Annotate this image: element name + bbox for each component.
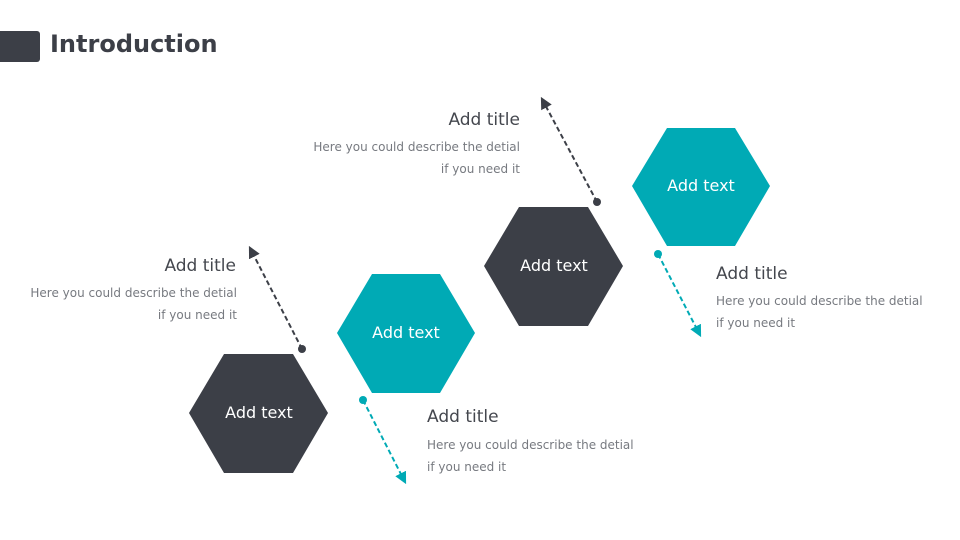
callout-4-desc-line2: if you need it (716, 316, 796, 330)
connector-arrow-3 (540, 96, 598, 203)
hexagon-1-label: Add text (225, 403, 293, 422)
connector-dot-1 (298, 345, 306, 353)
connector-dot-4 (654, 250, 662, 258)
title-accent-bar (0, 31, 40, 62)
callout-3-desc-line2: if you need it (440, 162, 520, 176)
callout-1-desc-line2: if you need it (157, 308, 237, 322)
page-title: Introduction (50, 30, 218, 58)
connector-arrow-1 (248, 245, 303, 350)
callout-2-title: Add title (427, 407, 499, 427)
hexagon-4-label: Add text (667, 176, 735, 195)
callout-1-desc-line1: Here you could describe the detial (30, 286, 237, 300)
hexagon-3-label: Add text (520, 256, 588, 275)
connector-arrow-2 (362, 399, 407, 485)
hexagon-3 (484, 207, 623, 326)
hexagon-2-label: Add text (372, 323, 440, 342)
callout-2-desc-line2: if you need it (427, 460, 507, 474)
connector-dot-2 (359, 396, 367, 404)
callout-3-title: Add title (448, 110, 520, 130)
connector-arrow-4 (657, 253, 702, 338)
callout-4-desc-line1: Here you could describe the detial (716, 294, 923, 308)
callout-4-title: Add title (716, 264, 788, 284)
callout-3-desc-line1: Here you could describe the detial (313, 140, 520, 154)
connector-dot-3 (593, 198, 601, 206)
hexagon-2 (337, 274, 475, 393)
hexagon-1 (189, 354, 328, 473)
callout-2-desc-line1: Here you could describe the detial (427, 438, 634, 452)
hexagon-4 (632, 128, 770, 246)
callout-1-title: Add title (164, 256, 236, 276)
